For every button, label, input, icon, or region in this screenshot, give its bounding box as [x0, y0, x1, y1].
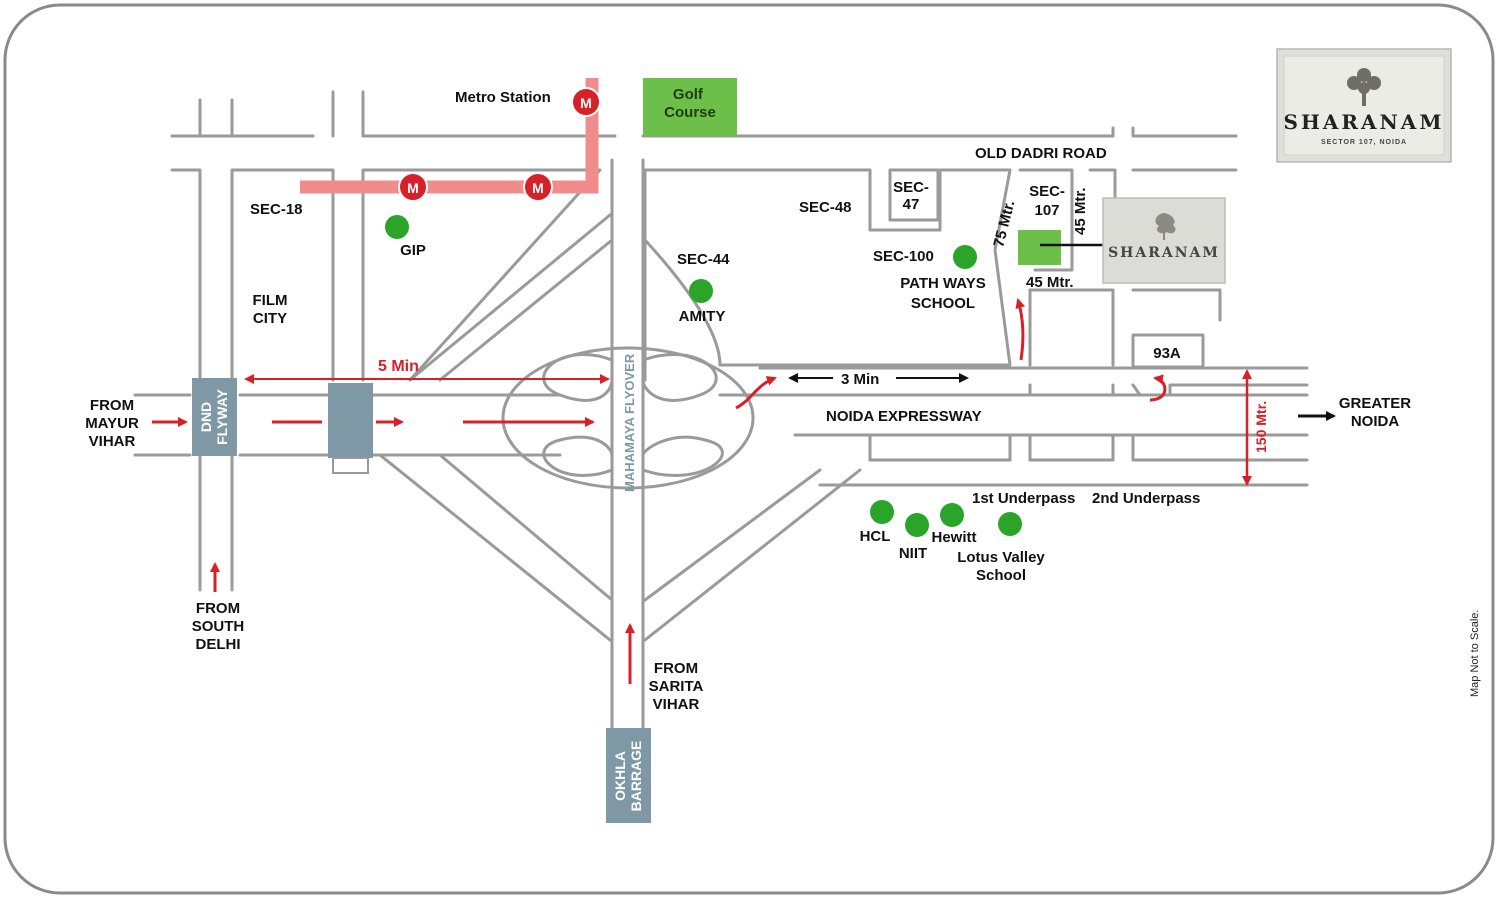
old-dadri-road-label: OLD DADRI ROAD	[975, 145, 1107, 162]
hcl-dot	[870, 500, 894, 524]
road-network	[133, 90, 1309, 732]
svg-text:SECTOR 107, NOIDA: SECTOR 107, NOIDA	[1321, 139, 1407, 146]
not-to-scale-note: Map Not to Scale.	[1469, 610, 1481, 697]
sector-47-label: SEC-47	[893, 179, 929, 213]
first-underpass-label: 1st Underpass	[972, 490, 1075, 507]
amity-label: AMITY	[679, 308, 726, 325]
svg-text:OKHLABARRAGE: OKHLABARRAGE	[612, 741, 644, 812]
sector-93a-label: 93A	[1153, 345, 1181, 362]
sector-107-label: SEC-107	[1029, 183, 1065, 219]
metro-marker: M	[571, 87, 601, 117]
hcl-label: HCL	[860, 528, 891, 545]
second-underpass-label: 2nd Underpass	[1092, 490, 1200, 507]
sector-48-label: SEC-48	[799, 199, 852, 216]
mahamaya-flyover-label: MAHAMAYA FLYOVER	[622, 353, 637, 492]
noida-expressway-label: NOIDA EXPRESSWAY	[826, 408, 982, 425]
route-arrows	[152, 298, 1336, 684]
svg-text:DNDFLYWAY: DNDFLYWAY	[198, 388, 230, 444]
gip-label: GIP	[400, 242, 426, 259]
pathways-dot	[953, 245, 977, 269]
sharanam-logo: SHARANAM SECTOR 107, NOIDA	[1276, 48, 1452, 163]
dnd-flyway-box: DNDFLYWAY	[192, 378, 237, 456]
toll-plaza-box	[328, 383, 373, 458]
amity-dot	[689, 279, 713, 303]
svg-text:M: M	[580, 95, 592, 111]
tree-icon	[1347, 68, 1381, 106]
gip-dot	[385, 215, 409, 239]
sector-44-label: SEC-44	[677, 251, 730, 268]
metro-marker: M	[398, 172, 428, 202]
niit-dot	[905, 513, 929, 537]
metro-marker: M	[523, 172, 553, 202]
svg-text:SHARANAM: SHARANAM	[1284, 110, 1445, 134]
svg-text:M: M	[407, 180, 419, 196]
sharanam-plot	[1018, 230, 1061, 265]
sector-100-label: SEC-100	[873, 248, 934, 265]
hewitt-label: Hewitt	[932, 529, 977, 546]
metro-station-label: Metro Station	[455, 89, 551, 106]
sector-18-label: SEC-18	[250, 201, 303, 218]
svg-text:SHARANAM: SHARANAM	[1108, 245, 1220, 261]
distance-45-mtr-vertical: 45 Mtr.	[1072, 187, 1089, 235]
sharanam-small-logo: SHARANAM	[1102, 197, 1226, 284]
distance-150-mtr: 150 Mtr.	[1253, 401, 1269, 453]
distance-45-mtr-horizontal: 45 Mtr.	[1026, 274, 1074, 291]
okhla-barrage-box: OKHLABARRAGE	[606, 728, 651, 823]
hewitt-dot	[940, 503, 964, 527]
lotus-valley-dot	[998, 512, 1022, 536]
toll-plaza-stub	[332, 457, 369, 474]
niit-label: NIIT	[899, 545, 927, 562]
golf-course-area	[643, 78, 737, 136]
three-min-label: 3 Min	[841, 371, 879, 388]
golf-course-label: Golf Course	[664, 86, 716, 121]
five-min-label: 5 Min	[378, 358, 419, 375]
svg-text:M: M	[532, 180, 544, 196]
